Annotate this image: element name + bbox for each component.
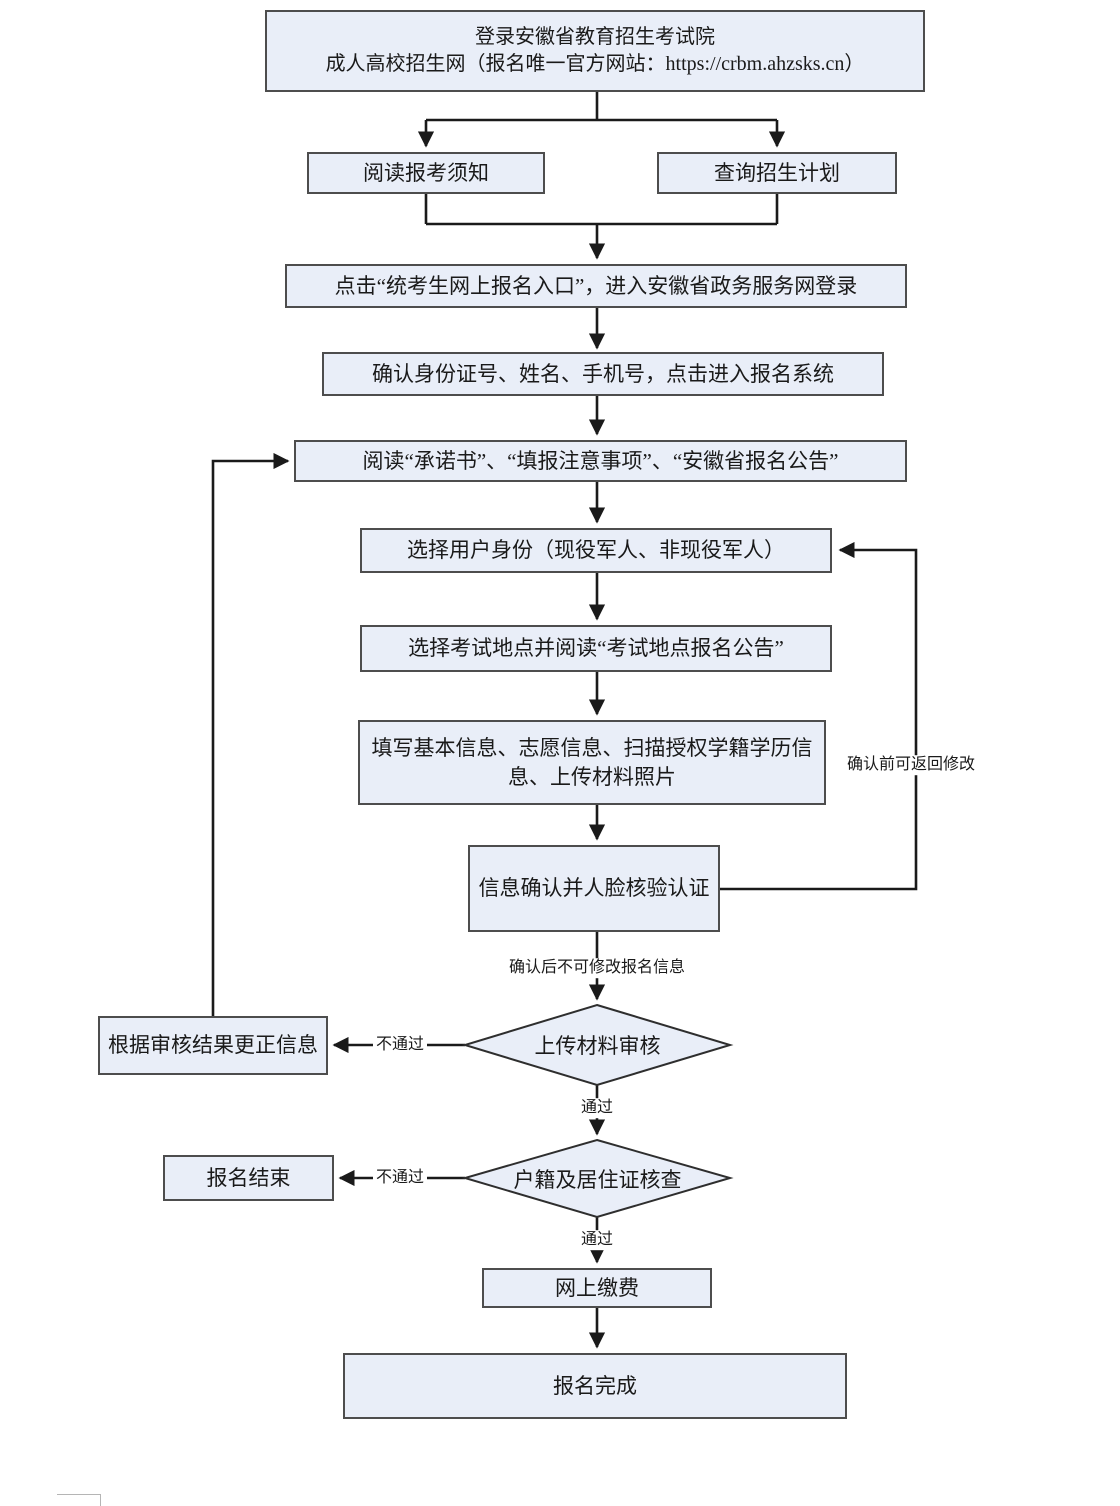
- start-line1: 登录安徽省教育招生考试院: [475, 26, 715, 48]
- edge-label-before-confirm: 确认前可返回修改: [843, 755, 979, 775]
- node-pay-online-label: 网上缴费: [555, 1275, 639, 1300]
- node-select-role: 选择用户身份（现役军人、非现役军人）: [360, 528, 832, 573]
- edge-label-fail1: 不通过: [372, 1035, 428, 1055]
- edge-label-after-confirm: 确认后不可修改报名信息: [505, 958, 689, 978]
- node-select-site: 选择考试地点并阅读“考试地点报名公告”: [360, 625, 832, 672]
- node-click-entry-label: 点击“统考生网上报名入口”，进入安徽省政务服务网登录: [334, 273, 858, 298]
- node-click-entry: 点击“统考生网上报名入口”，进入安徽省政务服务网登录: [285, 264, 907, 308]
- edge-label-pass2: 通过: [577, 1230, 617, 1250]
- node-query-plan-label: 查询招生计划: [714, 160, 840, 185]
- node-complete-label: 报名完成: [553, 1373, 637, 1398]
- node-end-fail: 报名结束: [163, 1155, 334, 1201]
- node-read-docs: 阅读“承诺书”、“填报注意事项”、“安徽省报名公告”: [294, 440, 907, 482]
- node-fill-info: 填写基本信息、志愿信息、扫描授权学籍学历信息、上传材料照片: [358, 720, 826, 805]
- node-fill-info-label: 填写基本信息、志愿信息、扫描授权学籍学历信息、上传材料照片: [371, 736, 813, 789]
- node-complete: 报名完成: [343, 1353, 847, 1419]
- node-query-plan: 查询招生计划: [657, 152, 897, 194]
- node-correct-info-label: 根据审核结果更正信息: [108, 1033, 318, 1058]
- node-select-role-label: 选择用户身份（现役军人、非现役军人）: [407, 538, 785, 563]
- node-confirm-identity-label: 确认身份证号、姓名、手机号，点击进入报名系统: [372, 361, 834, 386]
- node-start: 登录安徽省教育招生考试院 成人高校招生网（报名唯一官方网站：https://cr…: [265, 10, 925, 92]
- edge-label-fail2: 不通过: [372, 1168, 428, 1188]
- node-select-site-label: 选择考试地点并阅读“考试地点报名公告”: [408, 636, 784, 661]
- node-correct-info: 根据审核结果更正信息: [98, 1016, 328, 1075]
- edge-label-pass1: 通过: [577, 1098, 617, 1118]
- node-confirm-face: 信息确认并人脸核验认证: [468, 845, 720, 932]
- node-read-notice-label: 阅读报考须知: [363, 160, 489, 185]
- node-confirm-identity: 确认身份证号、姓名、手机号，点击进入报名系统: [322, 352, 884, 396]
- node-end-fail-label: 报名结束: [206, 1165, 291, 1190]
- start-line2: 成人高校招生网（报名唯一官方网站：https://crbm.ahzsks.cn）: [325, 53, 865, 75]
- page-artifact: [57, 1494, 101, 1506]
- node-confirm-face-label: 信息确认并人脸核验认证: [478, 876, 710, 901]
- node-read-docs-label: 阅读“承诺书”、“填报注意事项”、“安徽省报名公告”: [362, 448, 839, 473]
- node-read-notice: 阅读报考须知: [307, 152, 545, 194]
- node-pay-online: 网上缴费: [482, 1268, 712, 1308]
